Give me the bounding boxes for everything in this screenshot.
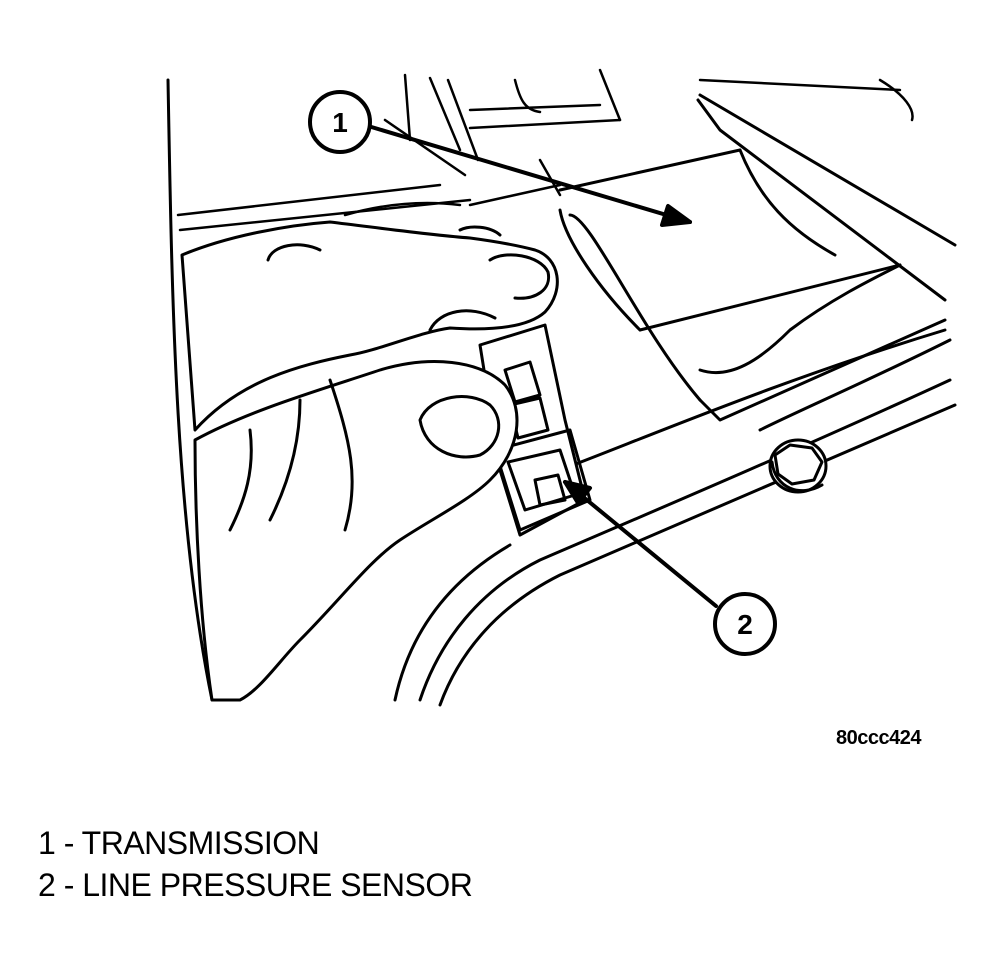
hand-lower-thumb <box>193 360 519 702</box>
leader-arrows <box>366 124 718 608</box>
callout-2: 2 <box>713 592 777 656</box>
hand-upper-fingers <box>180 220 559 432</box>
callout-2-number: 2 <box>737 609 753 640</box>
line-pressure-sensor <box>478 323 592 537</box>
line-drawing-illustration: 1 2 <box>166 68 957 707</box>
background-structure <box>176 68 914 232</box>
callout-1: 1 <box>308 90 372 154</box>
legend-item-transmission: 1 - TRANSMISSION <box>38 825 320 861</box>
pan-flange <box>393 378 957 707</box>
body-panel-edge <box>166 78 214 702</box>
transmission-housing <box>558 93 957 472</box>
legend: 1 - TRANSMISSION 2 - LINE PRESSURE SENSO… <box>38 822 473 906</box>
callout-1-number: 1 <box>332 107 348 138</box>
figure-reference-code: 80ccc424 <box>836 727 921 749</box>
bolt-head-icon <box>768 438 828 494</box>
legend-item-line-pressure-sensor: 2 - LINE PRESSURE SENSOR <box>38 867 473 903</box>
